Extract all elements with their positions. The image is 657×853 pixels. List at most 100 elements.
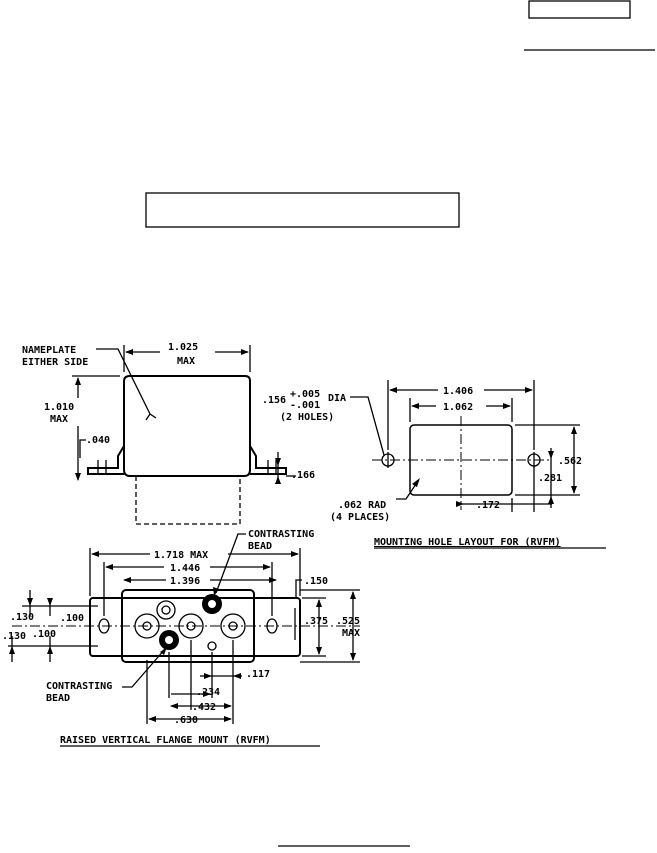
- pin-4: [220, 613, 246, 639]
- span-arrow-right: [263, 564, 271, 570]
- relay-body: [123, 375, 251, 477]
- nameplate-label-1: NAMEPLATE: [22, 345, 76, 356]
- pin-spacing-2-arrow-l: [170, 703, 178, 709]
- outer-arrow-right: [525, 387, 533, 393]
- left-vdim-4-arrow: [47, 646, 53, 654]
- flange-offset-leader: [295, 579, 302, 598]
- hole-dia-value: .156: [262, 395, 286, 406]
- nameplate-leader: [96, 348, 151, 415]
- bead-top-core: [208, 600, 216, 608]
- nameplate-label-2: EITHER SIDE: [22, 357, 88, 368]
- left-dim-2: .100: [60, 613, 84, 624]
- corner-radius: .062 RAD: [338, 500, 386, 511]
- pin-spacing-1: .234: [196, 687, 220, 698]
- bead-label-bottom-2: BEAD: [46, 693, 70, 704]
- height-arrow-bottom: [75, 473, 81, 481]
- left-dim-1: .130: [10, 612, 34, 623]
- bead-bottom-leader: [122, 648, 166, 688]
- top-right-box: [528, 0, 631, 19]
- hole-dia-leader: [350, 396, 385, 456]
- half-h-arrow-top: [548, 451, 554, 459]
- width-value: 1.025: [168, 342, 198, 353]
- nameplate-tick: [145, 413, 157, 421]
- hole-span: 1.446: [170, 563, 200, 574]
- height-arrow-bot-m: [571, 486, 577, 494]
- height-value-m: .562: [558, 456, 582, 467]
- right-flange: [249, 445, 287, 475]
- height-max: MAX: [342, 628, 360, 639]
- flange-span-arrow-right: [269, 577, 277, 583]
- width-arrow-right: [241, 349, 249, 355]
- hole-tol-minus: -.001: [290, 400, 320, 411]
- edge-offset: .172: [476, 500, 500, 511]
- pin-spacing-1-arrow-r: [203, 691, 211, 697]
- half-height: .281: [538, 473, 562, 484]
- hidden-extension: [135, 476, 241, 525]
- bead-label-top-2: BEAD: [248, 541, 272, 552]
- pin-spacing-2-arrow-r: [224, 703, 232, 709]
- height-max: MAX: [50, 414, 68, 425]
- bead-top-arrow: [213, 587, 219, 596]
- height-inner: .375: [304, 616, 328, 627]
- radius-arrow: [412, 478, 420, 487]
- pin-offset-arrow-l: [204, 673, 212, 679]
- mounting-hole-layout: 1.406 1.062 .562 .281 .062 RAD (4 PLACES…: [330, 380, 606, 549]
- left-vdim-2-arrow: [47, 598, 53, 606]
- width-max: MAX: [177, 356, 195, 367]
- outer-span: 1.406: [443, 386, 473, 397]
- flange-thickness: .040: [86, 435, 110, 446]
- overall-arrow-left: [91, 551, 99, 557]
- center-title-box: [145, 192, 460, 228]
- bead-bottom-arrow: [160, 647, 167, 655]
- left-vdim-3-arrow: [9, 646, 15, 654]
- span-arrow-left: [105, 564, 113, 570]
- bead-label-bottom-1: CONTRASTING: [46, 681, 112, 692]
- rvfm-title: RAISED VERTICAL FLANGE MOUNT (RVFM): [60, 735, 271, 746]
- height-outer: .525: [336, 616, 360, 627]
- side-view: NAMEPLATE EITHER SIDE 1.025 MAX 1.010 MA…: [22, 342, 385, 525]
- height-arrow-top: [75, 377, 81, 385]
- flange-h-arrow-bottom: [275, 476, 281, 484]
- flange-span: 1.396: [170, 576, 200, 587]
- inner-h-arrow-bot: [316, 647, 322, 655]
- left-flange: [87, 445, 125, 475]
- left-vdim-1-arrow: [27, 598, 33, 606]
- outer-arrow-left: [389, 387, 397, 393]
- pin-spacing-3-arrow-r: [224, 716, 232, 722]
- flange-h-arrow-top: [275, 458, 281, 466]
- pin-offset: .117: [246, 669, 270, 680]
- overall-width: 1.718 MAX: [154, 550, 208, 561]
- bead-bottom-core: [165, 636, 173, 644]
- bead-label-top-1: CONTRASTING: [248, 529, 314, 540]
- left-dim-3: .130: [2, 631, 26, 642]
- pin-spacing-3-arrow-l: [148, 716, 156, 722]
- overall-arrow-right: [291, 551, 299, 557]
- bead-top-leader: [215, 533, 246, 594]
- pin-2-inner: [161, 605, 171, 615]
- bottom-view: CONTRASTING BEAD 1.718 MAX 1.446 1.396 .…: [2, 529, 360, 747]
- hole-tol-plus: +.005: [290, 389, 320, 400]
- pin-spacing-2: .432: [192, 702, 216, 713]
- flange-thickness-leader: [79, 439, 86, 458]
- inner-arrow-left: [411, 403, 419, 409]
- pin-5: [207, 641, 217, 651]
- inner-span: 1.062: [443, 402, 473, 413]
- corner-places: (4 PLACES): [330, 512, 390, 523]
- base-plate: [89, 597, 301, 657]
- width-arrow-left: [125, 349, 133, 355]
- radius-leader: [396, 480, 419, 500]
- left-dim-4: .100: [32, 629, 56, 640]
- hole-count: (2 HOLES): [280, 412, 334, 423]
- outer-h-arrow-top: [350, 591, 356, 599]
- edge-arrow: [456, 501, 464, 507]
- height-arrow-top-m: [571, 426, 577, 434]
- half-h-arrow-bot: [548, 496, 554, 504]
- hole-dia-suffix: DIA: [328, 393, 346, 404]
- pin-spacing-3: .630: [174, 715, 198, 726]
- flange-offset: .150: [304, 576, 328, 587]
- inner-arrow-right: [503, 403, 511, 409]
- inner-h-arrow-top: [316, 599, 322, 607]
- pin-2: [156, 600, 176, 620]
